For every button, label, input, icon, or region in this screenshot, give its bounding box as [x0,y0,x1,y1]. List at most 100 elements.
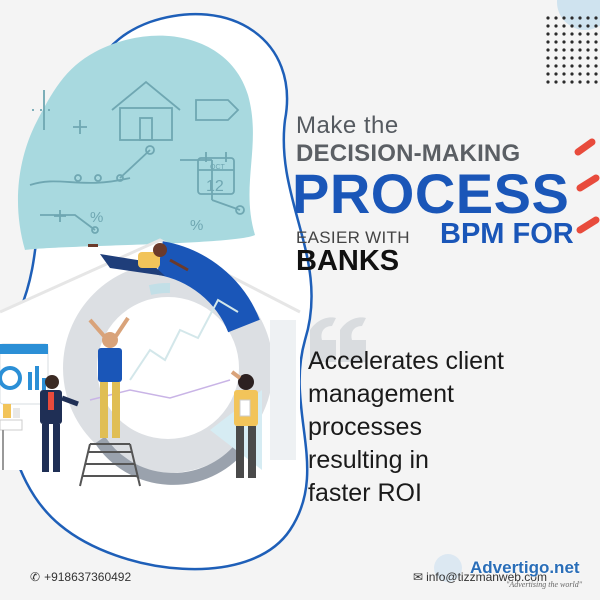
grid-dot [554,40,558,44]
grid-dot [586,24,590,28]
calendar-month: OCT [210,164,226,171]
grid-dot [546,72,550,76]
house-icon [111,80,181,141]
grid-dot [586,32,590,36]
grid-dot [570,48,574,52]
watermark-globe [434,554,462,582]
grid-dot [554,56,558,60]
watermark-brand: Advertigo.net [470,558,580,577]
grid-dot [554,24,558,28]
person-on-ladder [88,316,130,438]
red-accent-marks [574,138,600,234]
email-contact[interactable]: ✉info@tizzmanweb.com [413,570,547,584]
grid-dot [562,80,566,84]
grid-dot [546,48,550,52]
grid-dot [586,72,590,76]
grid-dot [546,80,550,84]
grid-dot [546,56,550,60]
teal-blob [17,35,255,250]
grid-dot [570,40,574,44]
grid-dot [578,80,582,84]
grid-dot [570,80,574,84]
grid-dot [578,32,582,36]
quote-line-3: processes [308,413,422,441]
grid-dot [594,32,598,36]
grid-dot [554,16,558,20]
quote-line-1: Accelerates client [308,347,504,375]
grid-dot [594,64,598,68]
roof-line [0,238,301,314]
grid-dot [570,24,574,28]
calendar-day: 12 [206,178,224,195]
grid-dot [562,64,566,68]
pillar [270,320,296,460]
grid-dot [554,48,558,52]
growth-line [129,298,239,381]
corner-circle [557,0,600,30]
grid-dot [570,72,574,76]
donut-chart [63,263,273,473]
grid-dot [594,72,598,76]
grid-dot [594,24,598,28]
grid-dot [562,56,566,60]
grid-dot [578,72,582,76]
grid-dot [586,40,590,44]
grid-dot [562,48,566,52]
grid-dot [578,16,582,20]
grid-dot [586,80,590,84]
grid-dot [570,56,574,60]
grid-dot [586,48,590,52]
donut-arc-grey [95,436,245,485]
grid-dot [546,40,550,44]
donut-arc-light [148,282,171,295]
grid-dot [562,32,566,36]
watermark-tagline: "Advertising the world" [506,580,583,589]
grid-dot [562,24,566,28]
grid-dot [594,40,598,44]
grid-dot [570,32,574,36]
grid-dot [594,16,598,20]
grid-dot [562,72,566,76]
ladder [79,443,141,487]
quote-mark-icon [310,317,366,362]
person-thinking [230,370,258,478]
grid-dot [578,48,582,52]
grid-dot [554,64,558,68]
grid-dot [570,64,574,68]
grid-dot [578,56,582,60]
grid-dot [546,24,550,28]
grid-dot [586,56,590,60]
grid-dot [562,16,566,20]
grid-dot [586,16,590,20]
grid-dot [594,48,598,52]
grid-dot [586,64,590,68]
dashboard-panel [0,343,49,405]
grid-dot [554,80,558,84]
grid-dot [554,32,558,36]
quote-line-2: management [308,380,454,408]
person-businessman [40,375,79,472]
percent-icon: % [90,209,103,226]
grid-dot [546,32,550,36]
grid-dot [594,80,598,84]
quote-line-5: faster ROI [308,479,422,507]
grid-dot [546,16,550,20]
email-address: info@tizzmanweb.com [426,570,547,584]
person-lying [88,243,189,276]
phone-contact[interactable]: ✆+918637360492 [30,570,131,584]
phone-icon: ✆ [30,570,41,584]
teal-line-icons [29,80,245,234]
calendar-icon [197,152,235,195]
grid-dot [594,56,598,60]
grid-dot [578,64,582,68]
grid-dot [578,40,582,44]
quote-line-4: resulting in [308,446,429,474]
watermark: Advertigo.net "Advertising the world" [436,556,596,596]
desk [0,404,23,470]
quote-text: Accelerates client management processes … [308,345,578,510]
percent-icon-2: % [190,217,203,234]
grid-dot [562,40,566,44]
grid-dot [578,24,582,28]
